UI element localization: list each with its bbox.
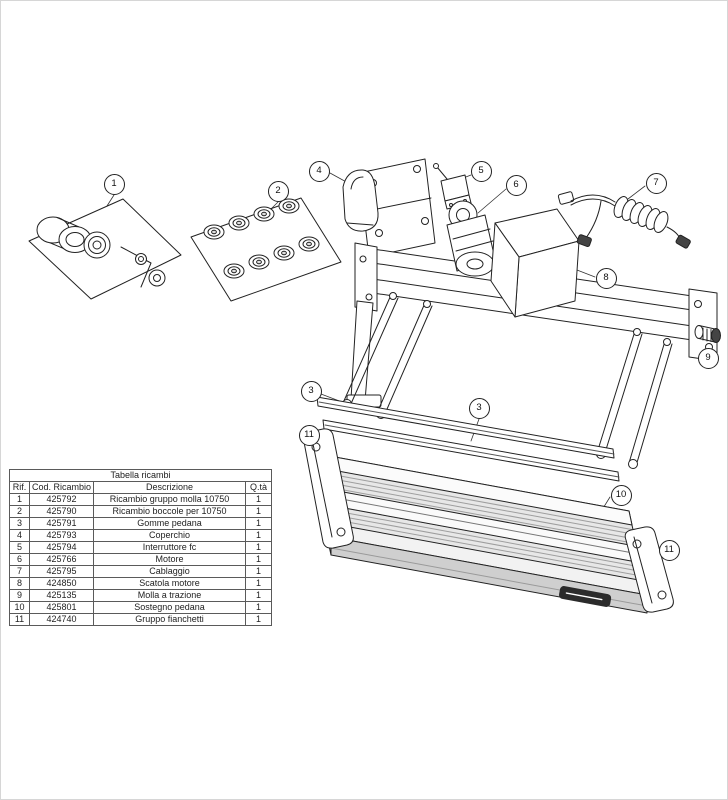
table-cell: 11 — [9, 613, 30, 626]
callout-1: 1 — [103, 173, 125, 195]
table-cell: 425792 — [28, 493, 95, 506]
table-cell: 4 — [9, 529, 30, 542]
table-cell: Motore — [93, 553, 247, 566]
table-cell: 8 — [9, 577, 30, 590]
side-panel-right-part — [624, 526, 674, 613]
table-cell: 5 — [9, 541, 30, 554]
parts-table-header-row: Rif. Cod. Ricambio Descrizione Q.tà — [9, 481, 273, 494]
table-cell: 1 — [245, 493, 273, 506]
callout-3: 3 — [468, 397, 490, 419]
table-cell: 424740 — [28, 613, 95, 626]
table-cell: 6 — [9, 553, 30, 566]
table-cell: 1 — [245, 565, 273, 578]
callout-8: 8 — [595, 267, 617, 289]
table-cell: 1 — [245, 529, 273, 542]
spring-group-part — [28, 198, 182, 300]
table-cell: 425795 — [28, 565, 95, 578]
table-cell: 7 — [9, 565, 30, 578]
table-cell: 425790 — [28, 505, 95, 518]
callout-10: 10 — [610, 484, 632, 506]
table-cell: 1 — [245, 541, 273, 554]
table-cell: Coperchio — [93, 529, 247, 542]
step-brand-label — [559, 586, 612, 607]
callout-7: 7 — [645, 172, 667, 194]
col-header-codice: Cod. Ricambio — [28, 481, 95, 494]
table-cell: 425794 — [28, 541, 95, 554]
col-header-qta: Q.tà — [245, 481, 273, 494]
callout-3: 3 — [300, 380, 322, 402]
col-header-descrizione: Descrizione — [93, 481, 247, 494]
table-cell: 3 — [9, 517, 30, 530]
cover-part — [342, 169, 379, 232]
table-cell: 9 — [9, 589, 30, 602]
table-cell: 425135 — [28, 589, 95, 602]
table-cell: Ricambio boccole per 10750 — [93, 505, 247, 518]
callout-4: 4 — [308, 160, 330, 182]
grommet-plate-part — [190, 197, 342, 302]
table-cell: Cablaggio — [93, 565, 247, 578]
table-cell: Scatola motore — [93, 577, 247, 590]
table-cell: 1 — [245, 553, 273, 566]
table-cell: 1 — [245, 577, 273, 590]
motor-box-part — [490, 208, 580, 318]
callout-2: 2 — [267, 180, 289, 202]
table-cell: Ricambio gruppo molla 10750 — [93, 493, 247, 506]
table-cell: Molla a trazione — [93, 589, 247, 602]
table-cell: 1 — [245, 505, 273, 518]
table-cell: 1 — [9, 493, 30, 506]
col-header-rif: Rif. — [9, 481, 30, 494]
table-cell: 1 — [245, 601, 273, 614]
table-cell: 425791 — [28, 517, 95, 530]
callout-11: 11 — [298, 424, 320, 446]
table-cell: 10 — [9, 601, 30, 614]
parts-table: Tabella ricambi Rif. Cod. Ricambio Descr… — [8, 469, 273, 626]
callout-5: 5 — [470, 160, 492, 182]
table-cell: 425801 — [28, 601, 95, 614]
table-cell: 424850 — [28, 577, 95, 590]
table-cell: Sostegno pedana — [93, 601, 247, 614]
callout-11: 11 — [658, 539, 680, 561]
table-cell: 1 — [245, 517, 273, 530]
table-cell: Interruttore fc — [93, 541, 247, 554]
table-cell: Gruppo fianchetti — [93, 613, 247, 626]
rubber-strips-part — [316, 396, 620, 482]
table-cell: 2 — [9, 505, 30, 518]
table-cell: Gomme pedana — [93, 517, 247, 530]
table-cell: 425766 — [28, 553, 95, 566]
parts-table-title: Tabella ricambi — [8, 469, 273, 482]
table-cell: 1 — [245, 589, 273, 602]
limit-switch-part — [433, 163, 472, 210]
callout-9: 9 — [697, 347, 719, 369]
tension-spring-part — [694, 325, 721, 343]
table-cell: 425793 — [28, 529, 95, 542]
table-cell: 1 — [245, 613, 273, 626]
callout-6: 6 — [505, 174, 527, 196]
wiring-harness-part — [557, 191, 691, 249]
